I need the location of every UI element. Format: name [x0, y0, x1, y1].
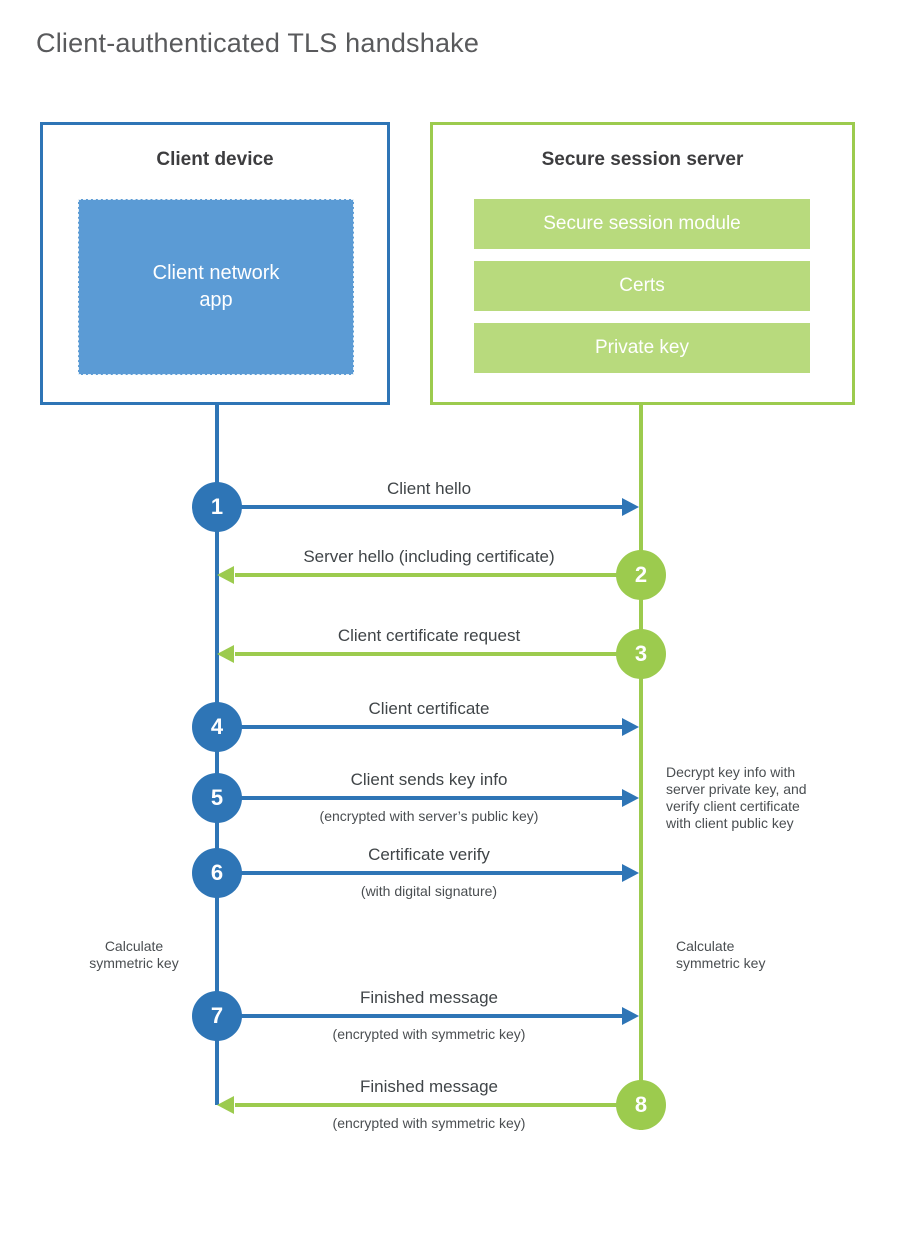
client-network-app-box: Client network app: [78, 199, 354, 375]
client-network-app-label: Client network app: [152, 262, 280, 311]
step-6-circle: 6: [192, 848, 242, 898]
step-5-circle: 5: [192, 773, 242, 823]
step-8-label: Finished message: [360, 1077, 498, 1096]
step-3-circle: 3: [616, 629, 666, 679]
step-5-arrowhead-icon: [622, 789, 639, 807]
step-5-sublabel: (encrypted with server’s public key): [319, 808, 539, 824]
server-lifeline: [639, 405, 643, 1130]
decrypt-key-note: Decrypt key info with server private key…: [666, 764, 807, 831]
step-6-sublabel: (with digital signature): [360, 883, 498, 899]
step-6-arrowhead-icon: [622, 864, 639, 882]
step-8-arrowhead-icon: [217, 1096, 234, 1114]
step-7-label: Finished message: [360, 988, 498, 1007]
step-7-arrow: [240, 1014, 624, 1018]
step-5-arrow: [240, 796, 624, 800]
step-1-arrowhead-icon: [622, 498, 639, 516]
step-7-circle: 7: [192, 991, 242, 1041]
step-8-arrow: [235, 1103, 619, 1107]
step-4-arrow: [240, 725, 624, 729]
step-5-label: Client sends key info: [350, 770, 508, 789]
step-3-arrowhead-icon: [217, 645, 234, 663]
step-4-circle: 4: [192, 702, 242, 752]
step-2-arrowhead-icon: [217, 566, 234, 584]
client-device-title: Client device: [156, 149, 274, 170]
calculate-symmetric-key-note-client: Calculate symmetric key: [89, 938, 179, 971]
step-3-label: Client certificate request: [337, 626, 521, 645]
step-1-arrow: [240, 505, 624, 509]
step-4-label: Client certificate: [368, 699, 490, 718]
step-2-label: Server hello (including certificate): [303, 547, 555, 566]
server-module-private-key: Private key: [474, 323, 810, 373]
step-8-circle: 8: [616, 1080, 666, 1130]
calculate-symmetric-key-note-server: Calculate symmetric key: [676, 938, 766, 971]
step-4-arrowhead-icon: [622, 718, 639, 736]
step-8-sublabel: (encrypted with symmetric key): [332, 1115, 526, 1131]
server-module-certs: Certs: [474, 261, 810, 311]
step-1-label: Client hello: [386, 479, 472, 498]
step-6-label: Certificate verify: [368, 845, 490, 864]
step-6-arrow: [240, 871, 624, 875]
step-2-arrow: [235, 573, 619, 577]
step-1-circle: 1: [192, 482, 242, 532]
step-7-arrowhead-icon: [622, 1007, 639, 1025]
secure-session-server-title: Secure session server: [541, 149, 744, 170]
client-lifeline: [215, 405, 219, 1105]
page-title: Client-authenticated TLS handshake: [36, 28, 480, 58]
step-2-circle: 2: [616, 550, 666, 600]
server-module-secure-session: Secure session module: [474, 199, 810, 249]
step-3-arrow: [235, 652, 619, 656]
step-7-sublabel: (encrypted with symmetric key): [332, 1026, 526, 1042]
